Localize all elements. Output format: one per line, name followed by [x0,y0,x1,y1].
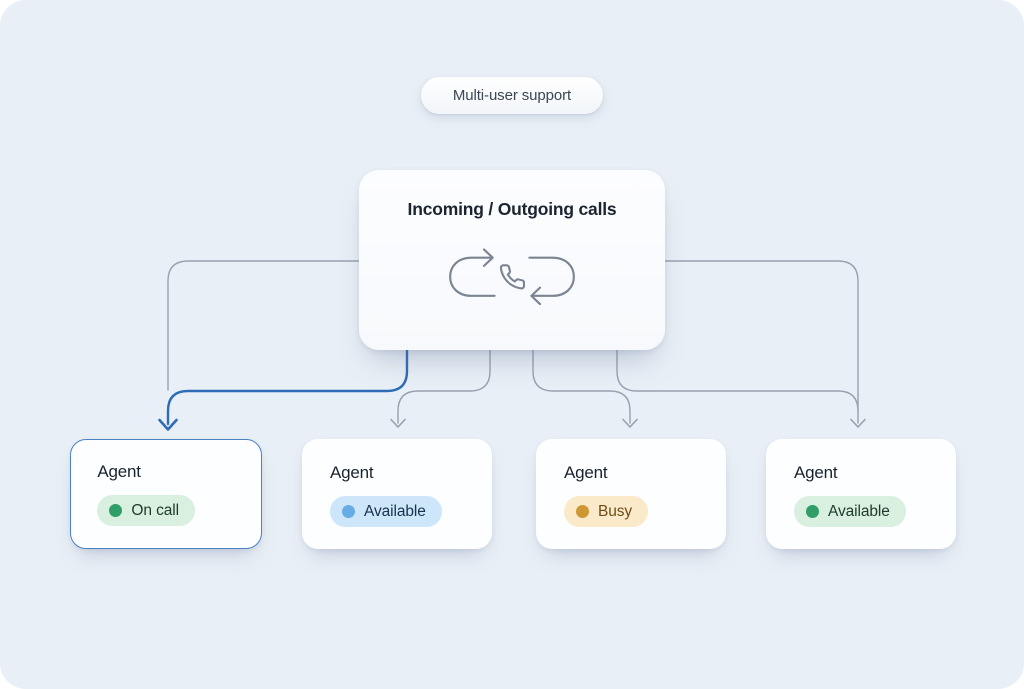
connector-hub-left-to-agent-1 [167,260,360,391]
call-cycle-icon [449,248,575,306]
multi-user-support-badge: Multi-user support [421,77,603,114]
agent-card-3: Agent Busy [536,439,726,549]
agent-2-title: Agent [330,463,374,482]
agent-3-title: Agent [564,463,608,482]
status-dot [576,505,589,518]
agent-4-status-label: Available [828,502,890,520]
agent-4-status-badge: Available [794,496,906,527]
status-dot [806,505,819,518]
multi-user-support-label: Multi-user support [452,87,572,104]
arrowhead-agent-1 [158,418,178,431]
status-dot [109,504,123,518]
agent-1-status-badge: On call [97,495,195,527]
agent-4-title: Agent [794,463,838,482]
connector-hub-to-agent-3 [532,349,631,424]
agent-1-status-label: On call [131,501,179,519]
agent-card-2: Agent Available [302,439,492,549]
arrowhead-agent-2 [390,418,406,428]
agent-2-status-label: Available [364,502,426,520]
active-connector-hub-to-agent-1 [166,348,409,426]
agent-3-status-label: Busy [598,502,633,520]
incoming-outgoing-calls-card: Incoming / Outgoing calls [359,170,665,350]
loop-arrow-left-head [482,248,494,267]
loop-arrow-left-icon [449,256,496,297]
agent-1-title: Agent [97,462,141,482]
loop-arrow-right-icon [528,256,575,297]
status-dot [342,505,355,518]
arrowhead-agent-3 [622,418,638,428]
agent-card-4: Agent Available [766,439,956,549]
connector-hub-right-to-agent-4 [664,260,859,424]
arrowhead-agent-4 [850,418,866,428]
agent-card-1: Agent On call [70,439,262,549]
connector-hub-to-agent-2 [397,349,491,424]
phone-icon [499,264,526,290]
agent-3-status-badge: Busy [564,496,649,527]
connector-hub-bottom-to-agent-4 [616,349,859,412]
loop-arrow-right-head [530,286,542,306]
agent-2-status-badge: Available [330,496,442,527]
hub-title: Incoming / Outgoing calls [407,199,617,219]
